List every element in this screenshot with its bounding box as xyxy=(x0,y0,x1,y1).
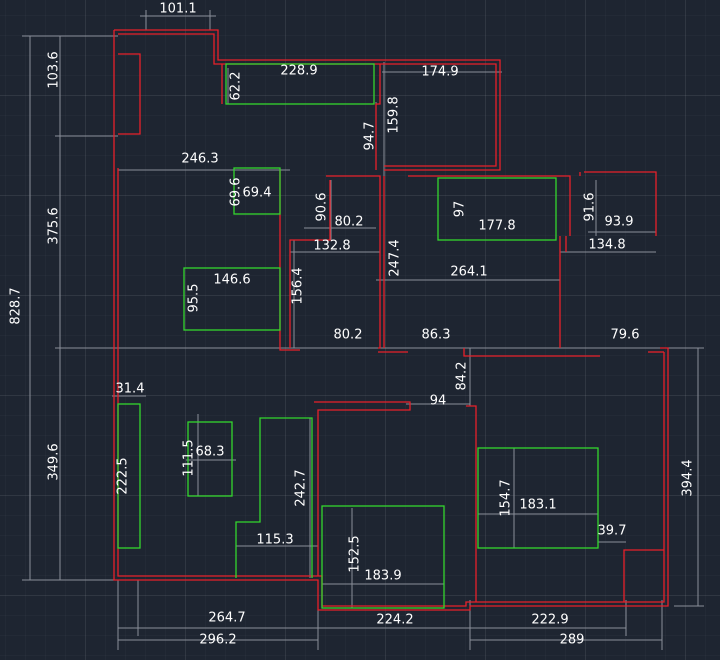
dim-overall-height: 828.7 xyxy=(9,287,24,324)
dimension-lines xyxy=(22,10,704,650)
dim-left-strip-height: 222.5 xyxy=(116,457,131,494)
bed-lower-mid xyxy=(321,505,445,609)
dimension-labels: 101.1 103.6 828.7 375.6 349.6 228.9 62.2… xyxy=(9,2,696,648)
dim-upper-left-height: 375.6 xyxy=(47,207,62,244)
dim-lower-left-height: 349.6 xyxy=(47,443,62,480)
dim-left-strip-width: 31.4 xyxy=(116,382,145,397)
dim-bed3-height: 154.7 xyxy=(499,479,514,516)
dim-closet-height: 90.6 xyxy=(315,193,330,222)
dim-top-bar-width: 228.9 xyxy=(280,64,317,79)
dim-right-stub-width: 39.7 xyxy=(598,524,627,539)
dim-table-width: 146.6 xyxy=(213,273,250,288)
dim-kitchen-width: 115.3 xyxy=(256,533,293,548)
small-box xyxy=(233,167,281,215)
stool xyxy=(187,421,233,497)
dim-bed2-height: 152.5 xyxy=(348,535,363,572)
dim-hall-bottom-width: 80.2 xyxy=(334,328,363,343)
dim-bedroom-width: 264.1 xyxy=(450,265,487,280)
bed-lower-right xyxy=(477,447,599,549)
dim-corridor-height: 247.4 xyxy=(388,239,403,276)
kitchen-counter xyxy=(235,417,313,578)
dim-small-box-height: 69.6 xyxy=(229,178,244,207)
dim-right-room-height: 91.6 xyxy=(583,193,598,222)
bed-upper xyxy=(437,177,557,241)
dim-living-width: 246.3 xyxy=(181,152,218,167)
table xyxy=(183,267,281,331)
dim-bed-height: 97 xyxy=(453,201,468,218)
dim-right-bottom-width: 79.6 xyxy=(611,328,640,343)
dim-right-hall-width: 134.8 xyxy=(588,238,625,253)
dim-right-outer-height: 394.4 xyxy=(681,459,696,496)
dim-mid-room-offset: 84.2 xyxy=(455,362,470,391)
dim-bottom-left-width: 264.7 xyxy=(208,611,245,626)
dim-closet-width: 80.2 xyxy=(335,215,364,230)
dim-bed2-width: 183.9 xyxy=(364,569,401,584)
dim-bottom-right-width: 222.9 xyxy=(531,613,568,628)
dim-right-room-width: 93.9 xyxy=(605,215,634,230)
dim-mid-room-width: 94 xyxy=(430,394,447,409)
furniture xyxy=(117,63,599,609)
dim-top-left-height: 103.6 xyxy=(47,51,62,88)
left-strip xyxy=(117,403,141,549)
dim-bottom-right-total: 289 xyxy=(560,633,585,648)
dim-top-width: 101.1 xyxy=(159,2,196,17)
dim-top-mid-offset: 94.7 xyxy=(363,122,378,151)
dim-small-box-width: 69.4 xyxy=(243,186,272,201)
dim-bed3-width: 183.1 xyxy=(519,498,556,513)
dim-stool-width: 68.3 xyxy=(196,445,225,460)
dim-kitchen-height: 242.7 xyxy=(294,469,309,506)
walls xyxy=(113,29,669,611)
dim-hall-height: 156.4 xyxy=(291,267,306,304)
dim-top-right-room-width: 174.9 xyxy=(421,65,458,80)
dim-stool-height: 111.5 xyxy=(182,439,197,476)
dim-top-bar-height: 62.2 xyxy=(229,72,244,101)
dim-corridor-bottom-width: 86.3 xyxy=(422,328,451,343)
dim-hall-width: 132.8 xyxy=(313,239,350,254)
dim-top-right-room-height: 159.8 xyxy=(387,96,402,133)
dim-bed-width: 177.8 xyxy=(478,219,515,234)
dim-table-height: 95.5 xyxy=(187,284,202,313)
dim-bottom-mid-width: 224.2 xyxy=(376,613,413,628)
dim-bottom-left-total: 296.2 xyxy=(199,633,236,648)
top-bar-cabinet xyxy=(225,63,375,105)
